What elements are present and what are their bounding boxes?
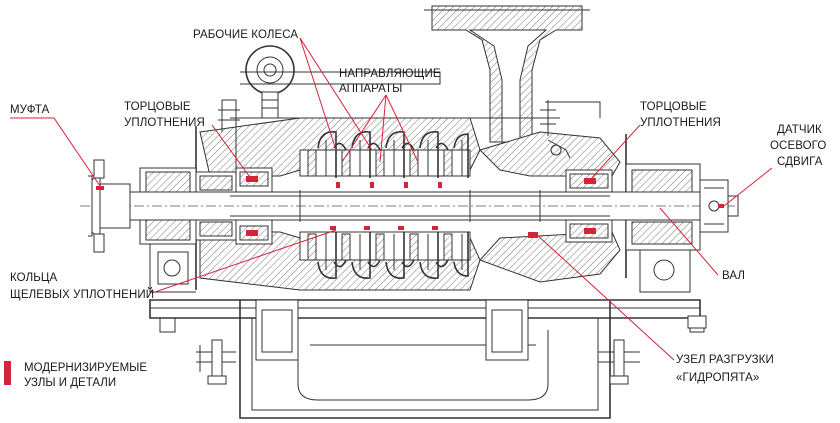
shaft — [80, 190, 735, 222]
foundation-frame — [149, 299, 707, 419]
label-mufta: МУФТА — [10, 104, 50, 116]
legend-line1: МОДЕРНИЗИРУЕМЫЕ — [24, 362, 147, 374]
label-uzel-line2: «ГИДРОПЯТА» — [676, 372, 759, 384]
modernized-parts — [96, 176, 724, 238]
label-napravlyayushchie-line1: НАПРАВЛЯЮЩИЕ — [339, 68, 441, 80]
legend: МОДЕРНИЗИРУЕМЫЕ УЗЛЫ И ДЕТАЛИ — [4, 361, 147, 389]
legend-line2: УЗЛЫ И ДЕТАЛИ — [24, 377, 116, 389]
label-rabochie-kolesa: РАБОЧИЕ КОЛЕСА — [193, 29, 298, 41]
label-tortsovye-right-line1: ТОРЦОВЫЕ — [640, 101, 707, 113]
label-tortsovye-left-line1: ТОРЦОВЫЕ — [124, 101, 191, 113]
axial-sensor-hardware — [699, 179, 739, 233]
legend-swatch — [4, 361, 11, 385]
callout-labels: МУФТА ТОРЦОВЫЕ УПЛОТНЕНИЯ РАБОЧИЕ КОЛЕСА… — [10, 29, 826, 384]
label-koltsa-line1: КОЛЬЦА — [10, 272, 57, 284]
label-datchik-line2: ОСЕВОГО — [770, 140, 826, 152]
label-koltsa-line2: ЩЕЛЕВЫХ УПЛОТНЕНИЙ — [10, 288, 154, 301]
label-val: ВАЛ — [722, 270, 745, 282]
label-napravlyayushchie-line2: АППАРАТЫ — [339, 83, 402, 95]
impeller-stages — [299, 131, 471, 279]
coupling — [88, 159, 131, 253]
label-datchik-line1: ДАТЧИК — [777, 124, 822, 136]
pump-drawing — [80, 5, 739, 419]
label-tortsovye-right-line2: УПЛОТНЕНИЯ — [640, 117, 721, 129]
leader-lines — [10, 37, 773, 361]
label-datchik-line3: СДВИГА — [777, 156, 823, 168]
label-tortsovye-left-line2: УПЛОТНЕНИЯ — [124, 117, 205, 129]
lifting-eye — [245, 45, 295, 119]
label-uzel-line1: УЗЕЛ РАЗГРУЗКИ — [676, 354, 774, 366]
